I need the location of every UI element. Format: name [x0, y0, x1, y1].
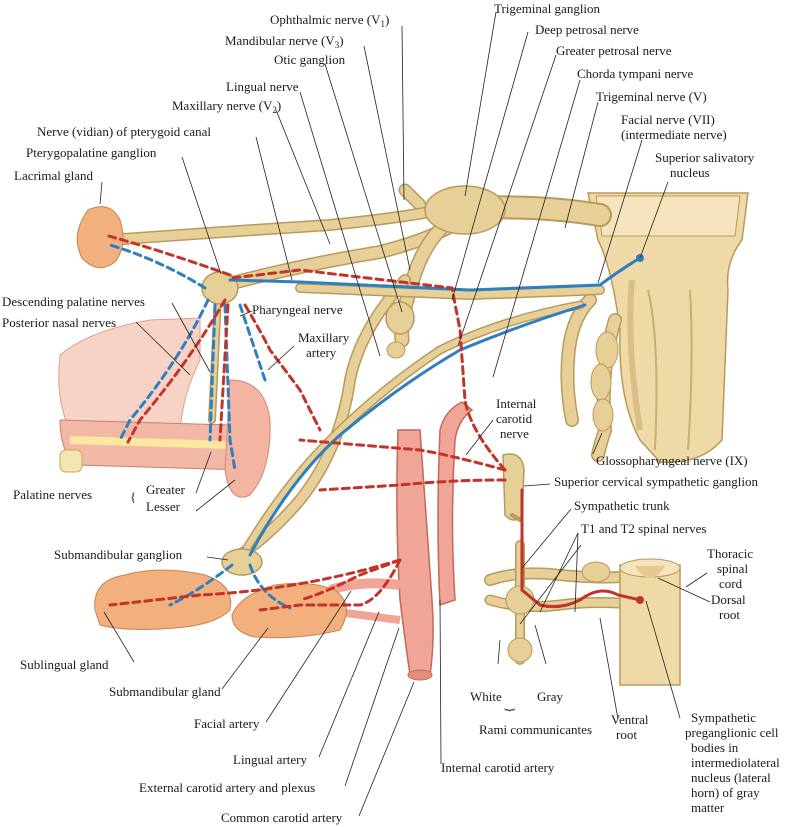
label-facial-artery: Facial artery — [194, 716, 260, 731]
nasal-palate-region — [58, 317, 271, 498]
label-facial-nerve-1: Facial nerve (VII) — [621, 112, 715, 127]
label-deep-petrosal-nerve: Deep petrosal nerve — [535, 22, 639, 37]
label-t1-t2: T1 and T2 spinal nerves — [581, 521, 706, 536]
trigeminal-ganglion-shape — [424, 185, 506, 235]
label-internal-carotid-nerve-1: Internal — [496, 396, 537, 411]
palatine-brace: { — [130, 489, 136, 504]
label-lesser: Lesser — [146, 499, 181, 514]
label-lingual-nerve: Lingual nerve — [226, 79, 299, 94]
sympathetic-fibers — [103, 233, 644, 612]
label-chorda-tympani-nerve: Chorda tympani nerve — [577, 66, 693, 81]
label-glossopharyngeal: Glossopharyngeal nerve (IX) — [596, 453, 748, 468]
label-symp-3: bodies in — [691, 740, 739, 755]
label-superior-salivatory-2: nucleus — [670, 165, 710, 180]
label-thoracic-1: Thoracic — [707, 546, 753, 561]
label-maxillary-nerve: Maxillary nerve (V2) — [172, 98, 281, 115]
label-dorsal-2: root — [719, 607, 740, 622]
label-nerve-pterygoid-canal: Nerve (vidian) of pterygoid canal — [37, 124, 211, 139]
label-trigeminal-ganglion: Trigeminal ganglion — [494, 1, 601, 16]
label-symp-5: nucleus (lateral — [691, 770, 771, 785]
label-submandibular-gland: Submandibular gland — [109, 684, 221, 699]
parasympathetic-fibers — [108, 243, 644, 610]
label-ventral-1: Ventral — [611, 712, 649, 727]
label-rami: Rami communicantes — [479, 722, 592, 737]
label-submandibular-ganglion: Submandibular ganglion — [54, 547, 183, 562]
label-superior-cervical: Superior cervical sympathetic ganglion — [554, 474, 758, 489]
otic-ganglion-shape — [385, 301, 415, 335]
lacrimal-gland-shape — [76, 206, 124, 269]
label-maxillary-artery-1: Maxillary — [298, 330, 350, 345]
label-symp-4: intermediolateral — [691, 755, 780, 770]
label-greater-petrosal-nerve: Greater petrosal nerve — [556, 43, 672, 58]
anatomy-drawing — [58, 183, 749, 686]
label-posterior-nasal: Posterior nasal nerves — [2, 315, 116, 330]
label-internal-carotid-nerve-3: nerve — [500, 426, 529, 441]
label-palatine-nerves: Palatine nerves — [13, 487, 92, 502]
label-pterygopalatine-ganglion: Pterygopalatine ganglion — [26, 145, 157, 160]
label-internal-carotid-nerve-2: carotid — [496, 411, 533, 426]
label-sympathetic-trunk: Sympathetic trunk — [574, 498, 670, 513]
label-internal-carotid-artery: Internal carotid artery — [441, 760, 555, 775]
label-greater: Greater — [146, 482, 186, 497]
label-symp-2: preganglionic cell — [685, 725, 779, 740]
label-symp-7: matter — [691, 800, 725, 815]
label-dorsal-1: Dorsal — [711, 592, 746, 607]
label-superior-salivatory-1: Superior salivatory — [655, 150, 755, 165]
label-ventral-2: root — [616, 727, 637, 742]
rami-brace: { — [501, 707, 516, 713]
label-maxillary-artery-2: artery — [306, 345, 337, 360]
label-mandibular-nerve: Mandibular nerve (V3) — [225, 33, 344, 50]
carotid-arteries — [254, 401, 474, 681]
label-symp-1: Sympathetic — [691, 710, 756, 725]
label-lacrimal-gland: Lacrimal gland — [14, 168, 94, 183]
label-external-carotid: External carotid artery and plexus — [139, 780, 315, 795]
label-white: White — [470, 689, 502, 704]
glossopharyngeal-nerve-drawing — [590, 313, 622, 462]
label-thoracic-2: spinal — [717, 561, 748, 576]
label-symp-6: horn) of gray — [691, 785, 760, 800]
submandibular-ganglion-shape — [221, 548, 263, 576]
label-sublingual-gland: Sublingual gland — [20, 657, 109, 672]
label-lingual-artery: Lingual artery — [233, 752, 307, 767]
label-gray: Gray — [537, 689, 563, 704]
label-trigeminal-nerve: Trigeminal nerve (V) — [596, 89, 707, 104]
label-ophthalmic-nerve: Ophthalmic nerve (V1) — [270, 12, 389, 29]
leader-lines — [99, 11, 711, 817]
submandibular-gland-shape — [231, 582, 347, 639]
label-common-carotid: Common carotid artery — [221, 810, 343, 825]
label-descending-palatine: Descending palatine nerves — [2, 294, 145, 309]
text-labels: Ophthalmic nerve (V1) Mandibular nerve (… — [2, 1, 780, 825]
label-facial-nerve-2: (intermediate nerve) — [621, 127, 727, 142]
spinal-cord-segment — [619, 558, 681, 686]
label-otic-ganglion: Otic ganglion — [274, 52, 346, 67]
label-pharyngeal-nerve: Pharyngeal nerve — [252, 302, 343, 317]
nerve-trunks — [104, 183, 612, 565]
label-thoracic-3: cord — [719, 576, 743, 591]
sympathetic-chain — [484, 453, 646, 665]
